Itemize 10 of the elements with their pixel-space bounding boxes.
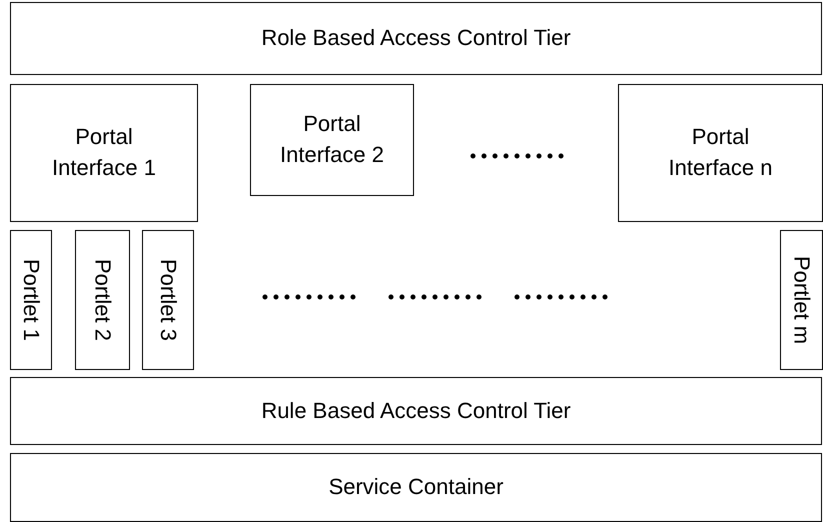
interface-box: Portal Interface n: [618, 84, 823, 222]
portlet-box: Portlet m: [780, 230, 823, 370]
tier-bar: Role Based Access Control Tier: [10, 2, 822, 75]
portlet-box: Portlet 1: [10, 230, 52, 370]
tier-bar: Service Container: [10, 453, 822, 522]
interface-box: Portal Interface 2: [250, 84, 414, 196]
interface-box: Portal Interface 1: [10, 84, 198, 222]
portlet-box: Portlet 3: [142, 230, 194, 370]
portlet-box: Portlet 2: [75, 230, 130, 370]
tier-bar: Rule Based Access Control Tier: [10, 377, 822, 445]
